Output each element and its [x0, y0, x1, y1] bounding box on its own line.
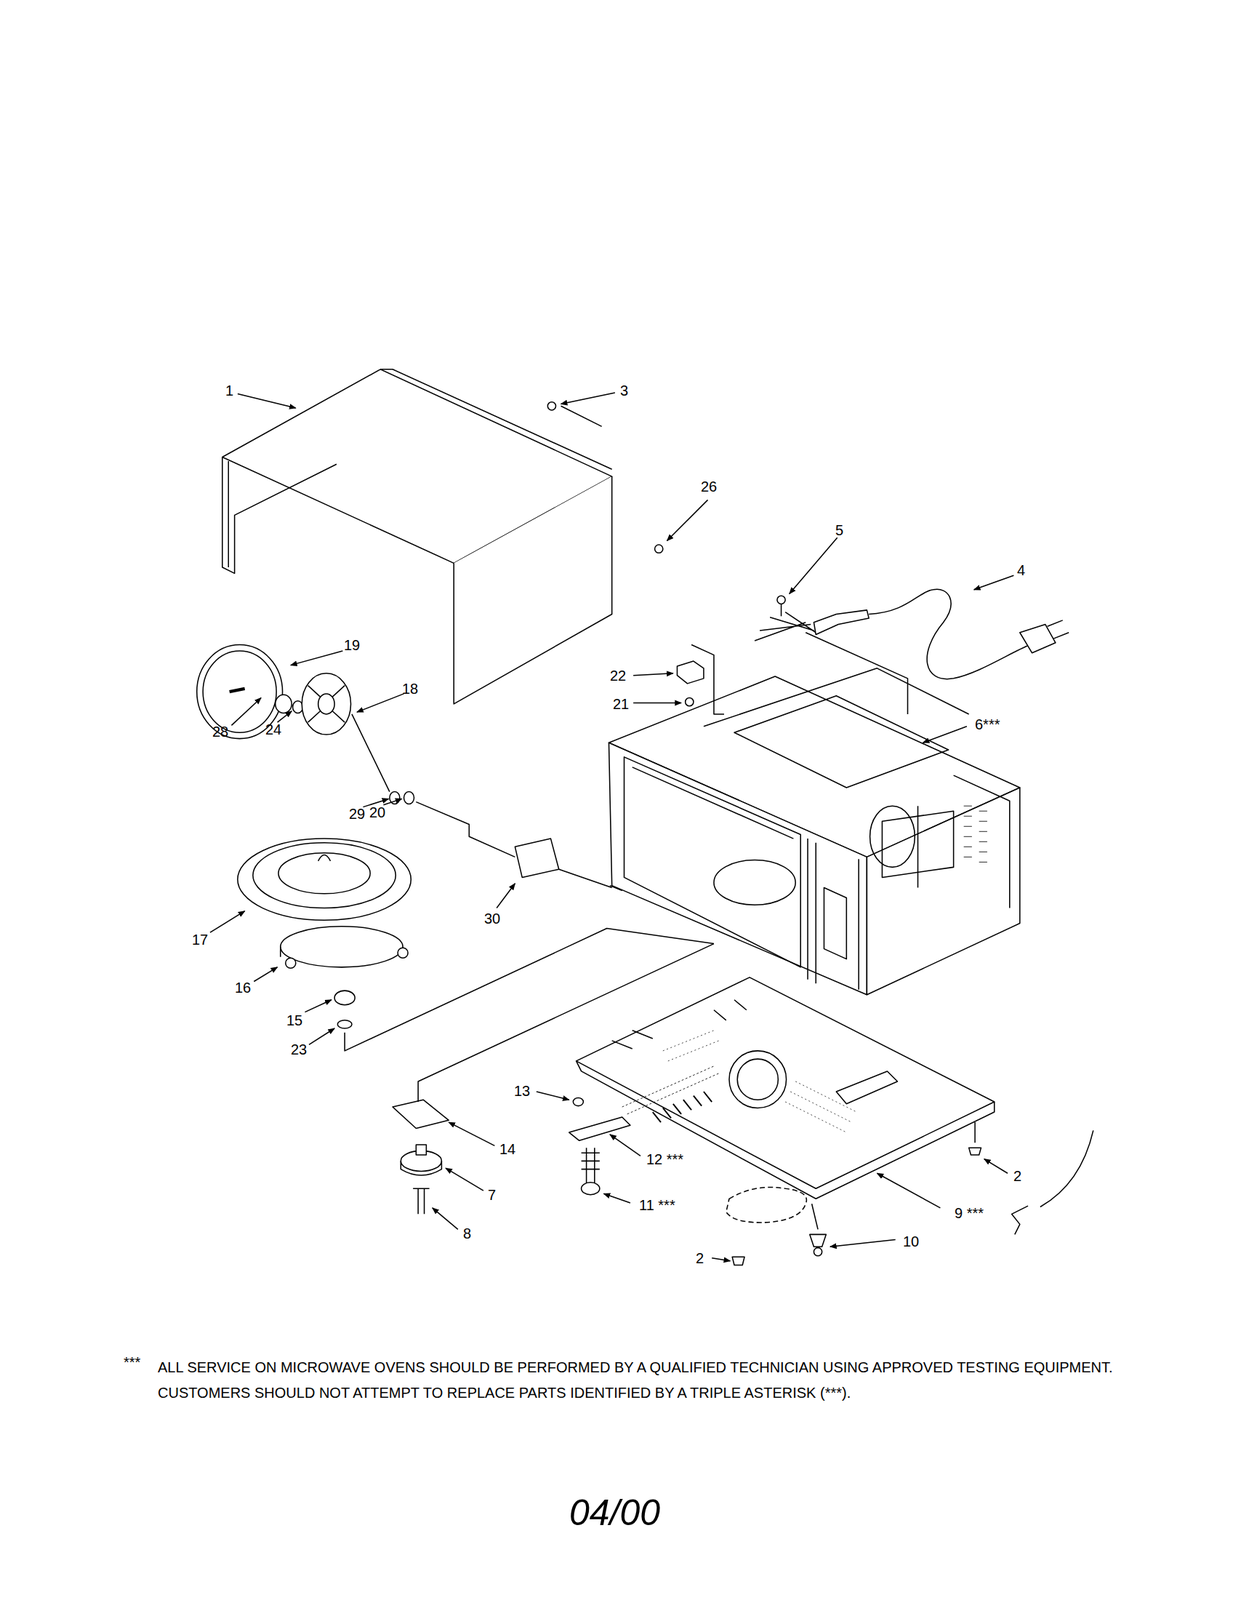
callout: 2: [695, 1250, 704, 1265]
oven-cavity: [608, 668, 1020, 995]
callout: 14: [499, 1141, 516, 1156]
callout: 7: [487, 1187, 496, 1202]
callout: 6***: [974, 716, 1000, 732]
callout: 23: [290, 1041, 307, 1057]
callout: 19: [343, 637, 360, 653]
callout: 9 ***: [954, 1205, 984, 1220]
callout: 29: [348, 806, 365, 821]
revision-date: 04/00: [569, 1493, 661, 1531]
callout: 13: [513, 1083, 530, 1098]
callout: 5: [835, 522, 844, 538]
callout: 2: [1013, 1168, 1022, 1183]
callout: 15: [286, 1012, 303, 1028]
callout: 28: [212, 724, 229, 739]
callout: 8: [463, 1225, 472, 1241]
callout: 18: [402, 681, 419, 696]
callout: 30: [484, 910, 501, 926]
callout: 24: [265, 721, 282, 737]
callout: 16: [234, 980, 251, 995]
callout: 17: [191, 932, 208, 947]
footnote-mark: ***: [123, 1354, 141, 1369]
callout: 21: [612, 696, 629, 712]
callout: 26: [700, 479, 717, 494]
cabinet-cover: [222, 369, 613, 704]
callout: 12 ***: [646, 1151, 684, 1167]
callout: 10: [902, 1233, 919, 1249]
callout: 4: [1017, 562, 1026, 578]
footnote-text: ALL SERVICE ON MICROWAVE OVENS SHOULD BE…: [157, 1354, 1158, 1406]
callout: 11 ***: [639, 1197, 676, 1212]
callout: 20: [369, 804, 386, 820]
callout: 1: [225, 383, 234, 398]
callout: 3: [620, 383, 629, 398]
base-plate: [576, 977, 995, 1199]
callout: 22: [609, 668, 626, 683]
